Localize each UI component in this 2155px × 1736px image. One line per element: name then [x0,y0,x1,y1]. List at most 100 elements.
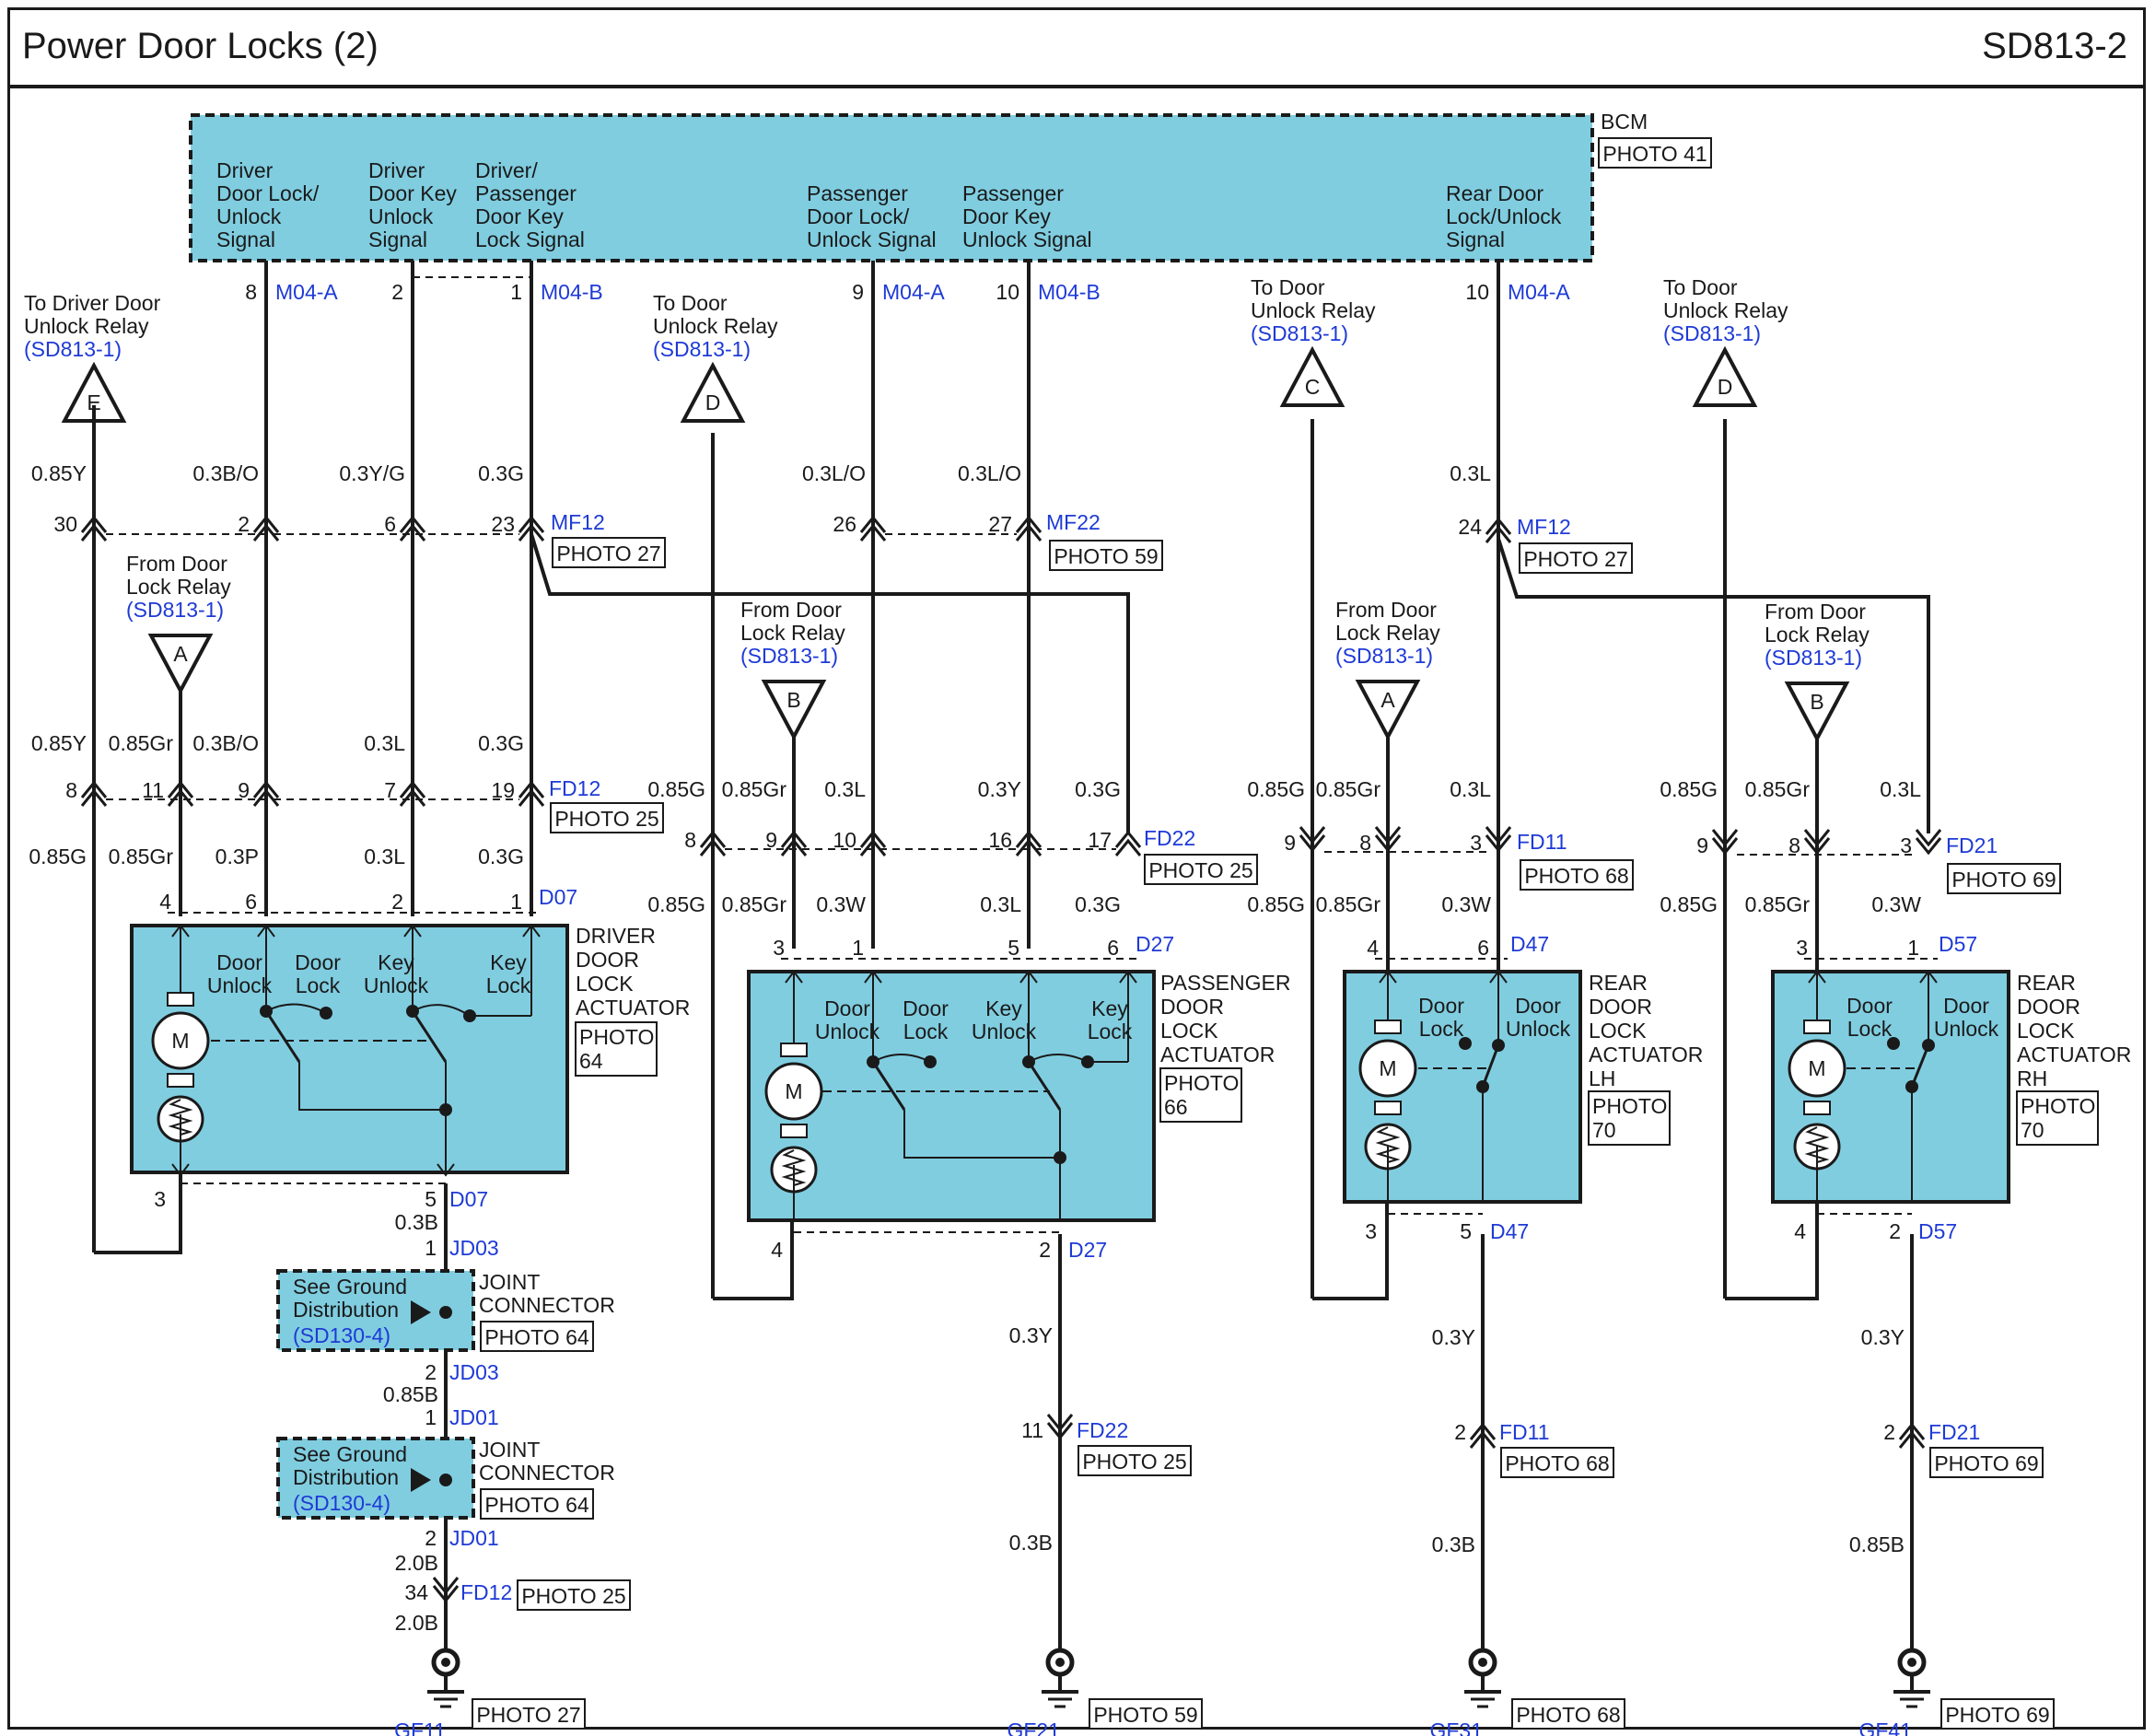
photo-fd12-label: PHOTO 25 [554,807,658,831]
switch-arc [412,1004,471,1017]
actuator-name: LOCK [1589,1019,1647,1043]
pin-arrow [171,1163,190,1177]
photo-label: PHOTO [1592,1094,1667,1118]
connector-pin: 27 [988,512,1012,536]
actuator-pin: 4 [771,1238,783,1262]
internal-wire [903,1110,1060,1159]
switch-blade [871,1061,906,1111]
actuator-pin: 1 [1907,936,1919,960]
bcm-signal-label: Door Lock/ [216,181,320,205]
ground-terminal-dot [1478,1658,1487,1667]
photo-gf11-label: PHOTO 27 [476,1703,580,1727]
motor-icon [764,1062,823,1121]
connector-pin: 9 [1284,831,1296,855]
relay-ref: (SD813-1) [653,337,751,361]
connector-pin: 9 [765,828,777,852]
connector-pin: 6 [384,512,396,536]
ground-name: GF31 [1429,1719,1483,1736]
photo-fd11 [1520,859,1634,891]
relay-text: To Driver Door [24,291,161,315]
switch-label: Door [1515,994,1561,1018]
joint-ref: (SD130-4) [293,1491,390,1515]
wire-color: 0.3Y [1432,1325,1475,1349]
wire-color: 0.85G [647,892,705,916]
switch-label: Door [1418,994,1464,1018]
switch-blade [1481,1044,1500,1088]
actuator-connector: D27 [1136,932,1174,956]
actuator-pin: 5 [1008,936,1019,960]
relay-triangle [680,361,746,423]
connector-symbol [1485,517,1512,543]
connector-pin: 2 [425,1360,437,1384]
connector-symbol [859,830,887,856]
motor-brush [1803,1019,1831,1034]
connector-symbol [1015,515,1043,542]
photo-ground_rear_lh-label: PHOTO 68 [1505,1451,1609,1475]
wire-color: 0.85Y [31,731,87,755]
pin-arrow [437,1163,455,1177]
connector-symbol [518,780,545,807]
actuator-name: ACTUATOR [2017,1043,2131,1066]
actuator-connector: D47 [1490,1219,1529,1243]
motor-label: M [785,1079,802,1103]
relay-triangle [761,680,827,741]
ground-terminal-dot [1055,1658,1065,1667]
relay-text: To Door [653,291,728,315]
switch-blade [1910,1044,1930,1088]
wire-relay-c-return [1312,1202,1389,1300]
relay-text: Unlock Relay [653,314,778,338]
photo-fd12-ground [517,1579,631,1611]
connector-name: MF12 [551,510,605,534]
bcm-signal-label: Passenger [807,181,908,205]
connector-pin: 8 [1788,833,1800,857]
wire-color: 0.3G [1075,777,1121,801]
connector-symbol [1299,826,1326,853]
motor-brush [167,1073,194,1088]
ptc-zigzag [1804,1126,1830,1163]
photo-ground_rear_rh [1929,1447,2044,1478]
bcm-signal-label: Door Key [475,204,564,228]
connector-symbol [399,780,426,807]
wire-passenger-key-lock-branch [530,533,1130,833]
bcm-signal-label: Lock Signal [475,227,585,251]
bcm-module [189,113,1594,262]
bcm-signal-label: Unlock Signal [807,227,937,251]
photo-label: 66 [1164,1095,1188,1119]
connector-symbol [1803,829,1831,856]
connector-name: JD03 [449,1236,499,1260]
actuator-name: LH [1589,1066,1615,1090]
relay-ref: (SD813-1) [1251,321,1348,345]
photo-ground_rear_rh-label: PHOTO 69 [1934,1451,2038,1475]
switch-label: Key [985,996,1022,1020]
photo-ground_rear_rh-gnd [1940,1698,2055,1730]
actuator-name: LOCK [576,972,634,996]
bcm-pin: 9 [852,280,864,304]
photo-label: 64 [579,1049,603,1073]
actuator-pin: 2 [391,890,403,914]
actuator-name: ACTUATOR [1160,1043,1275,1066]
switch-label: Key [1091,996,1128,1020]
connector-symbol [1485,826,1512,853]
page-frame [7,7,2146,1730]
connector-symbol [859,515,887,542]
photo-label: 70 [1592,1118,1616,1142]
wire-relay-d-return [713,1220,794,1300]
motor-label: M [1379,1056,1396,1080]
relay-ref: (SD813-1) [1335,644,1433,668]
connector-name: FD22 [1144,826,1195,850]
connector-symbol [252,780,280,807]
wire-color: 0.3G [478,845,524,868]
bcm-signal-label: Rear Door [1446,181,1543,205]
actuator-name: LOCK [1160,1019,1218,1043]
actuator-pin: 6 [1107,936,1119,960]
wire-color: 0.3Y [1009,1323,1053,1347]
switch-label: Unlock [815,1019,880,1043]
relay-letter: A [1380,688,1395,712]
connector-name: MF22 [1046,510,1101,534]
connector-pin: 34 [404,1580,428,1604]
connector-pin: 2 [1454,1420,1466,1444]
connector-pin: 11 [1021,1418,1043,1442]
connector-pin: 9 [1696,833,1708,857]
switch-label: Unlock [1934,1017,1999,1041]
passenger-photo-box [1159,1067,1242,1123]
